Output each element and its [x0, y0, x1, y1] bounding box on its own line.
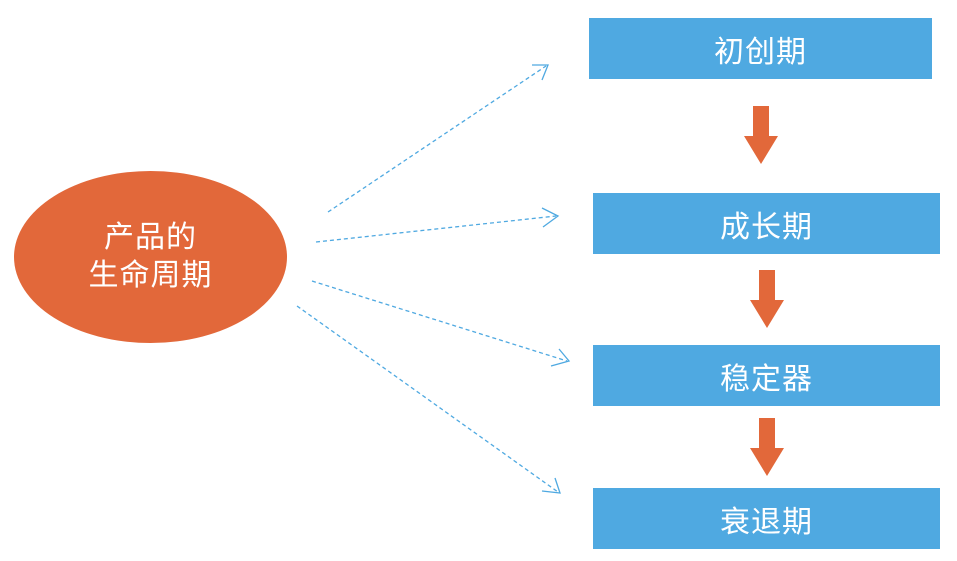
ellipse-line-1: 产品的	[104, 220, 197, 255]
connector-arrowhead-1	[532, 64, 549, 81]
connector-arrowhead-3	[550, 348, 571, 367]
stage-label-startup: 初创期	[714, 34, 807, 70]
stage-box-growth: 成长期	[593, 193, 940, 254]
connector-arrowhead-2	[541, 207, 560, 228]
down-arrow-icon-2	[750, 270, 784, 328]
connector-line-1	[327, 65, 547, 213]
down-arrow-icon-3	[750, 418, 784, 476]
connector-line-4	[296, 305, 559, 493]
stage-label-stable: 稳定器	[720, 361, 813, 397]
connector-line-2	[315, 215, 557, 243]
stage-box-decline: 衰退期	[593, 488, 940, 549]
down-arrow-icon-1	[744, 106, 778, 164]
product-lifecycle-ellipse: 产品的 生命周期	[14, 171, 287, 343]
connector-arrowhead-4	[541, 477, 561, 494]
ellipse-line-2: 生命周期	[88, 258, 213, 293]
stage-label-decline: 衰退期	[720, 504, 813, 540]
connector-line-3	[311, 280, 568, 362]
stage-box-stable: 稳定器	[593, 345, 940, 406]
stage-box-startup: 初创期	[589, 18, 932, 79]
stage-label-growth: 成长期	[720, 209, 813, 245]
